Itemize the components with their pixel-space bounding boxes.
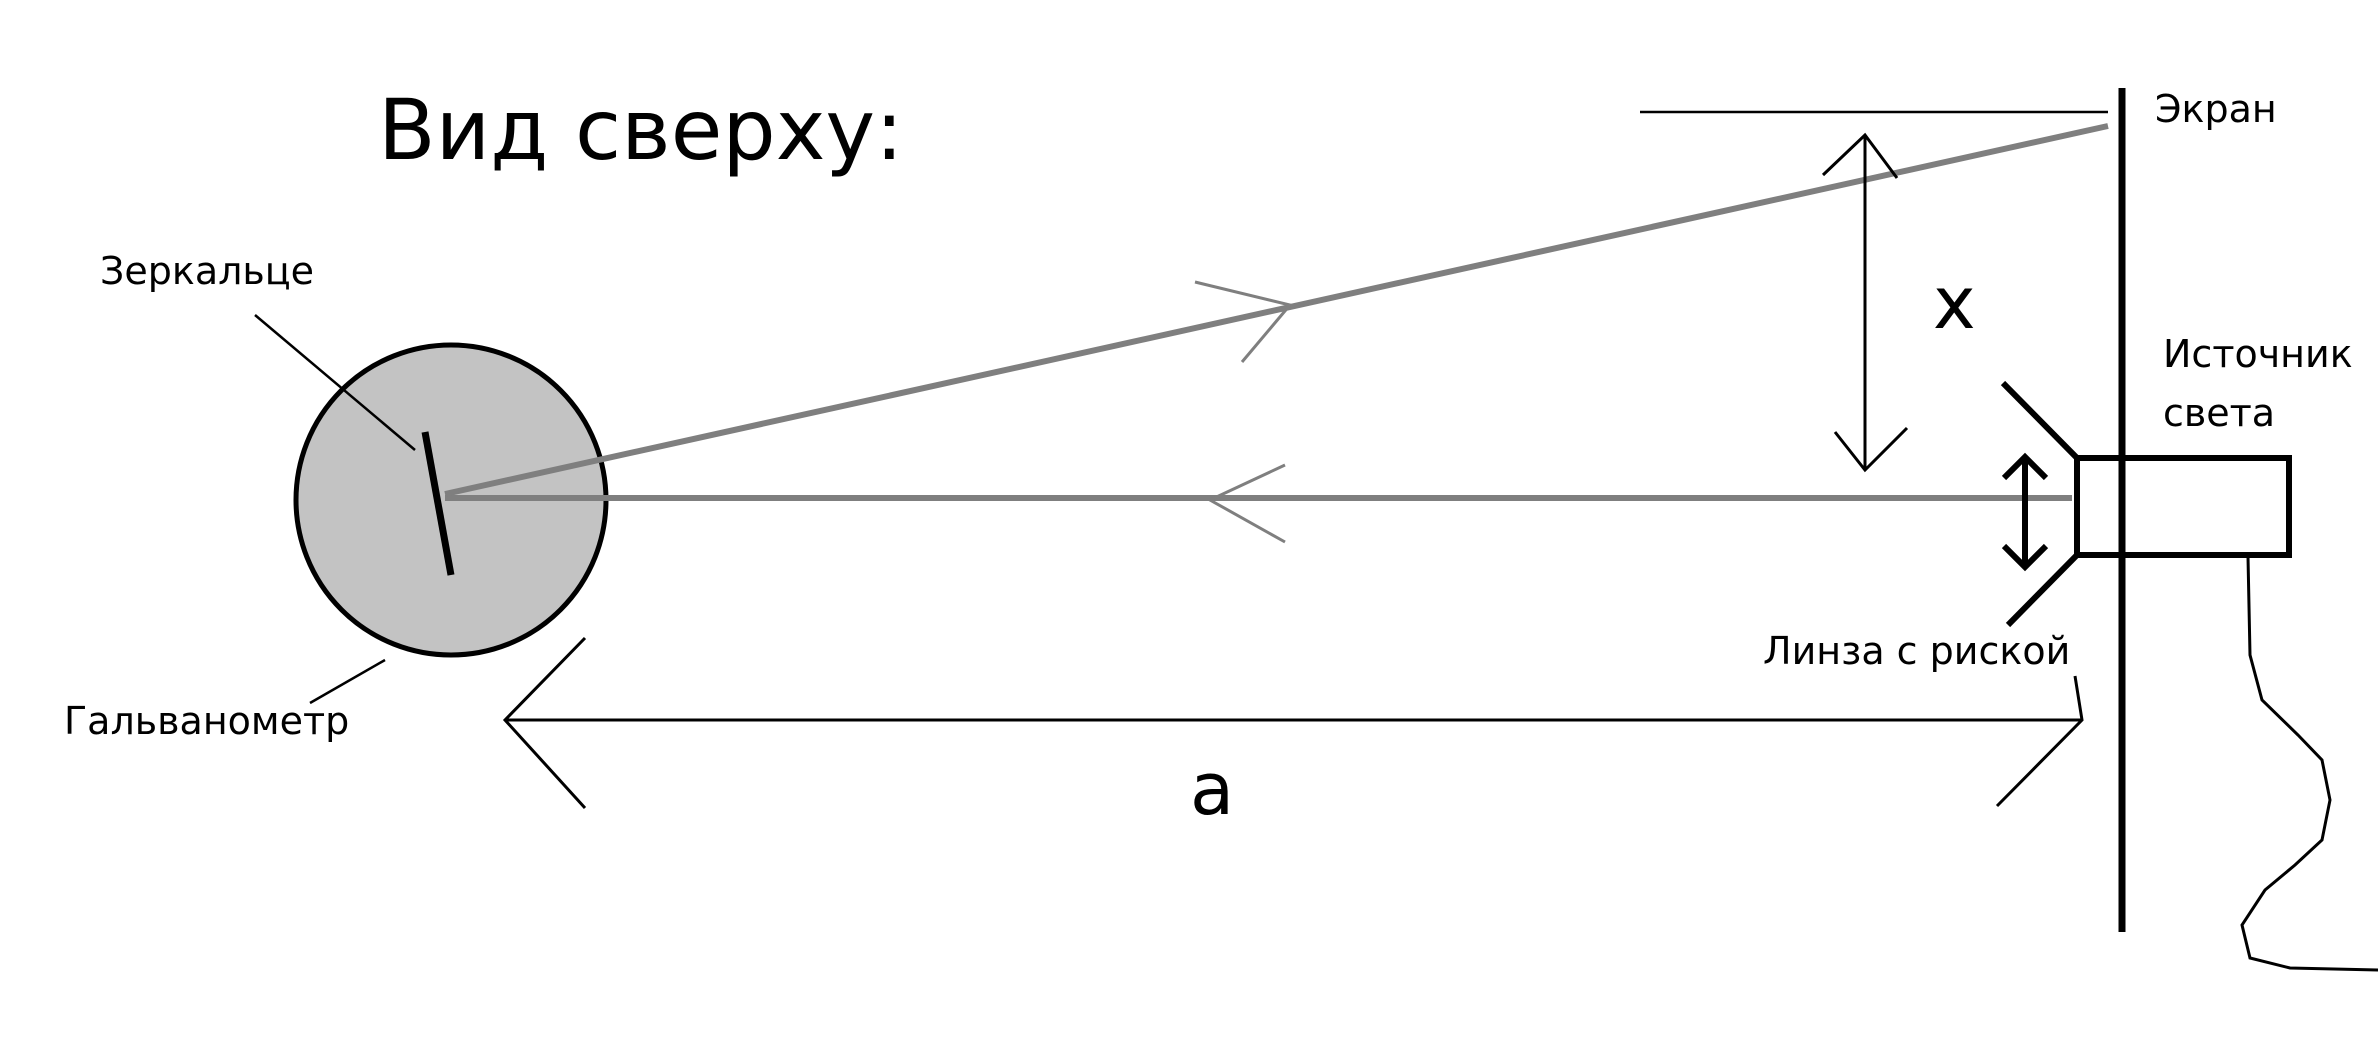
galvanometer-label: Гальванометр bbox=[64, 699, 350, 743]
dimension-a-label: a bbox=[1190, 747, 1235, 831]
light-source-label-line2: света bbox=[2163, 391, 2276, 435]
dimension-x-arrow-bottom bbox=[1833, 426, 1909, 473]
light-source-box bbox=[2074, 455, 2292, 558]
mirror-leader-line bbox=[254, 314, 416, 451]
dimension-x-label: x bbox=[1933, 261, 1976, 345]
power-cable bbox=[2240, 556, 2378, 972]
lens-mark-arrowhead-bottom bbox=[2001, 543, 2049, 572]
light-source-label-line1: Источник bbox=[2163, 332, 2353, 376]
lens-label: Линза с риской bbox=[1763, 629, 2071, 673]
dimension-a-arrow-left bbox=[502, 636, 587, 810]
lens-mark-arrowhead-top bbox=[2001, 452, 2049, 481]
diagram-title: Вид сверху: bbox=[378, 81, 904, 179]
dimension-a-arrow-right bbox=[1995, 675, 2084, 808]
mirror-label: Зеркальце bbox=[100, 249, 315, 293]
reflected-ray bbox=[444, 123, 2109, 497]
reflected-ray-arrowhead bbox=[1194, 280, 1293, 363]
galvanometer-leader-line bbox=[309, 658, 386, 705]
lens-edge-bottom bbox=[2005, 552, 2080, 628]
incident-ray-arrowhead bbox=[1206, 463, 1286, 544]
lens-edge-top bbox=[2000, 380, 2080, 461]
mirror bbox=[421, 431, 455, 576]
dimension-x-arrow-top bbox=[1821, 132, 1899, 179]
screen-label: Экран bbox=[2155, 87, 2277, 131]
